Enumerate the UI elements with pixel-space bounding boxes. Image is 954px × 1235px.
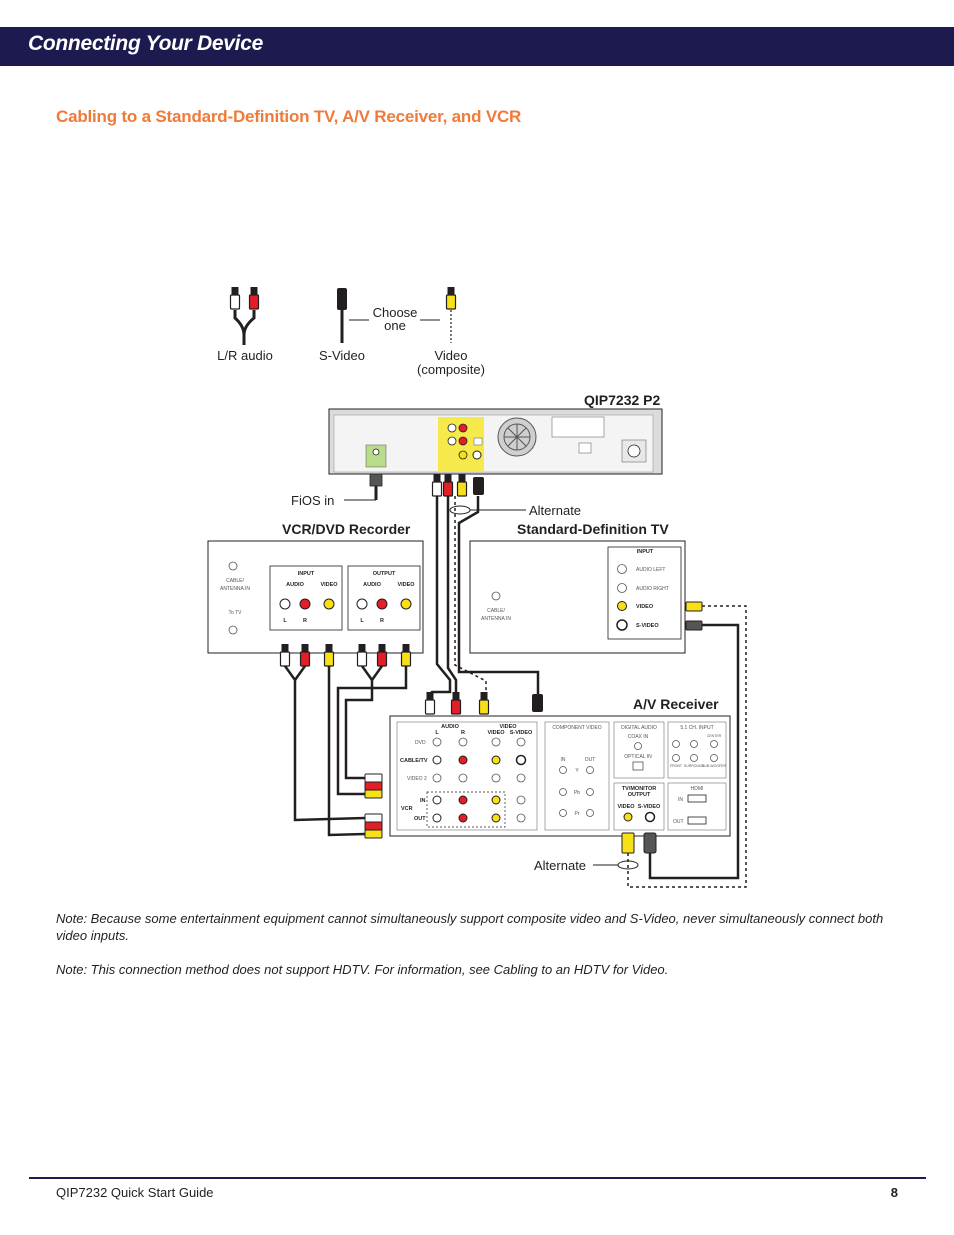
rcv-optical-in-label: OPTICAL IN xyxy=(624,754,652,760)
footer-divider xyxy=(29,1177,926,1179)
rcv-51ch-label: 5.1 CH. INPUT xyxy=(680,725,713,731)
rcv-hdmi-label: HDMI xyxy=(691,786,704,792)
rcv-vcr-out-label: OUT xyxy=(414,816,426,822)
rcv-l-label: L xyxy=(435,730,439,736)
rcv-mon-svideo-label: S-VIDEO xyxy=(638,804,661,810)
settop-out-plugs xyxy=(344,473,484,501)
receiver-panel xyxy=(389,715,731,837)
legend-svideo-label: S-Video xyxy=(319,348,365,363)
vcr-label: VCR/DVD Recorder xyxy=(282,521,411,537)
rcv-hdmi-in-label: IN xyxy=(678,797,683,803)
legend-lr-audio-plugs xyxy=(229,286,260,345)
rcv-front-label: FRONT xyxy=(670,764,683,768)
receiver-bottom-plugs xyxy=(621,832,657,854)
vcr-panel xyxy=(207,540,424,654)
tv-video-label: VIDEO xyxy=(636,604,654,610)
vcr-in-video-label: VIDEO xyxy=(320,582,338,588)
rcv-dvd-label: DVD xyxy=(415,740,426,746)
alternate-top-label: Alternate xyxy=(529,503,581,518)
tv-input-label: INPUT xyxy=(637,549,654,555)
vcr-out-r-label: R xyxy=(380,618,384,624)
legend-video-label-line2: (composite) xyxy=(417,362,485,377)
receiver-top-plugs xyxy=(424,691,543,715)
page-header-title: Connecting Your Device xyxy=(28,32,263,55)
rcv-component-label: COMPONENT VIDEO xyxy=(552,725,601,731)
tv-cable-label-1: CABLE/ xyxy=(487,608,505,614)
tv-audio-left-label: AUDIO LEFT xyxy=(636,567,665,573)
settop-box xyxy=(328,408,663,475)
header-bar: Connecting Your Device xyxy=(0,27,954,66)
rcv-pb-label: Pb xyxy=(574,790,580,796)
rcv-video-label: VIDEO xyxy=(499,724,517,730)
receiver-label: A/V Receiver xyxy=(633,696,719,712)
vcr-out-l-label: L xyxy=(360,618,364,624)
rcv-comp-in-label: IN xyxy=(561,757,566,763)
rcv-subwoofer-label: SUB-WOOFER xyxy=(702,764,727,768)
rcv-y-label: Y xyxy=(575,768,579,774)
page-number: 8 xyxy=(890,1185,898,1200)
legend-lr-audio-label: L/R audio xyxy=(217,348,273,363)
vcr-input-label: INPUT xyxy=(298,571,315,577)
rcv-tvmon-label-1: TV/MONITOR xyxy=(622,786,656,792)
rcv-center-label: CENTER xyxy=(707,734,722,738)
fios-in-label: FiOS in xyxy=(291,493,334,508)
note-hdtv: Note: This connection method does not su… xyxy=(56,962,669,977)
legend-video-plug xyxy=(445,286,457,343)
tv-label: Standard-Definition TV xyxy=(517,521,669,537)
vcr-out-video-label: VIDEO xyxy=(397,582,415,588)
rcv-vcr-in-label: IN xyxy=(420,798,426,804)
choose-label-line1: Choose xyxy=(373,305,418,320)
vcr-cable-label-2: ANTENNA IN xyxy=(220,586,250,592)
rcv-hdmi-out-label: OUT xyxy=(673,819,684,825)
note-composite-svideo: Note: Because some entertainment equipme… xyxy=(56,911,884,943)
alternate-bottom-label: Alternate xyxy=(534,858,586,873)
vcr-to-tv-label: To TV xyxy=(229,610,243,616)
settop-label: QIP7232 P2 xyxy=(584,392,660,408)
rcv-pr-label: Pr xyxy=(575,811,580,817)
vcr-out-audio-label: AUDIO xyxy=(363,582,381,588)
tv-cable-label-2: ANTENNA IN xyxy=(481,616,511,622)
vcr-cable-label-1: CABLE/ xyxy=(226,578,244,584)
vcr-in-audio-label: AUDIO xyxy=(286,582,304,588)
tv-panel xyxy=(469,540,686,654)
tv-svideo-label: S-VIDEO xyxy=(636,623,659,629)
rcv-video-sub-label: VIDEO xyxy=(487,730,505,736)
cables xyxy=(283,496,747,888)
rcv-digital-audio-label: DIGITAL AUDIO xyxy=(621,725,657,731)
tv-audio-right-label: AUDIO RIGHT xyxy=(636,586,669,592)
rcv-video2-label: VIDEO 2 xyxy=(407,776,427,782)
choose-label-line2: one xyxy=(384,318,406,333)
rcv-coax-in-label: COAX IN xyxy=(628,734,649,740)
alternate-bottom-marker xyxy=(593,860,639,870)
footer-guide-title: QIP7232 Quick Start Guide xyxy=(56,1185,214,1200)
vcr-in-r-label: R xyxy=(303,618,307,624)
rcv-surround-label: SURROUND xyxy=(684,764,705,768)
vcr-in-l-label: L xyxy=(283,618,287,624)
receiver-side-plugs xyxy=(364,773,383,839)
rcv-comp-out-label: OUT xyxy=(585,757,596,763)
rcv-svideo-sub-label: S-VIDEO xyxy=(510,730,533,736)
rcv-tvmon-label-2: OUTPUT xyxy=(628,792,651,798)
legend-svideo-plug xyxy=(337,288,347,343)
rcv-r-label: R xyxy=(461,730,465,736)
vcr-output-label: OUTPUT xyxy=(373,571,396,577)
tv-cable-plugs xyxy=(685,601,703,631)
section-title: Cabling to a Standard-Definition TV, A/V… xyxy=(56,107,522,126)
rcv-vcr-label: VCR xyxy=(401,806,413,812)
rcv-cabletv-label: CABLE/TV xyxy=(400,758,428,764)
rcv-mon-video-label: VIDEO xyxy=(617,804,635,810)
rcv-audio-label: AUDIO xyxy=(441,724,459,730)
legend-video-label-line1: Video xyxy=(434,348,467,363)
alternate-top-marker xyxy=(449,505,526,515)
